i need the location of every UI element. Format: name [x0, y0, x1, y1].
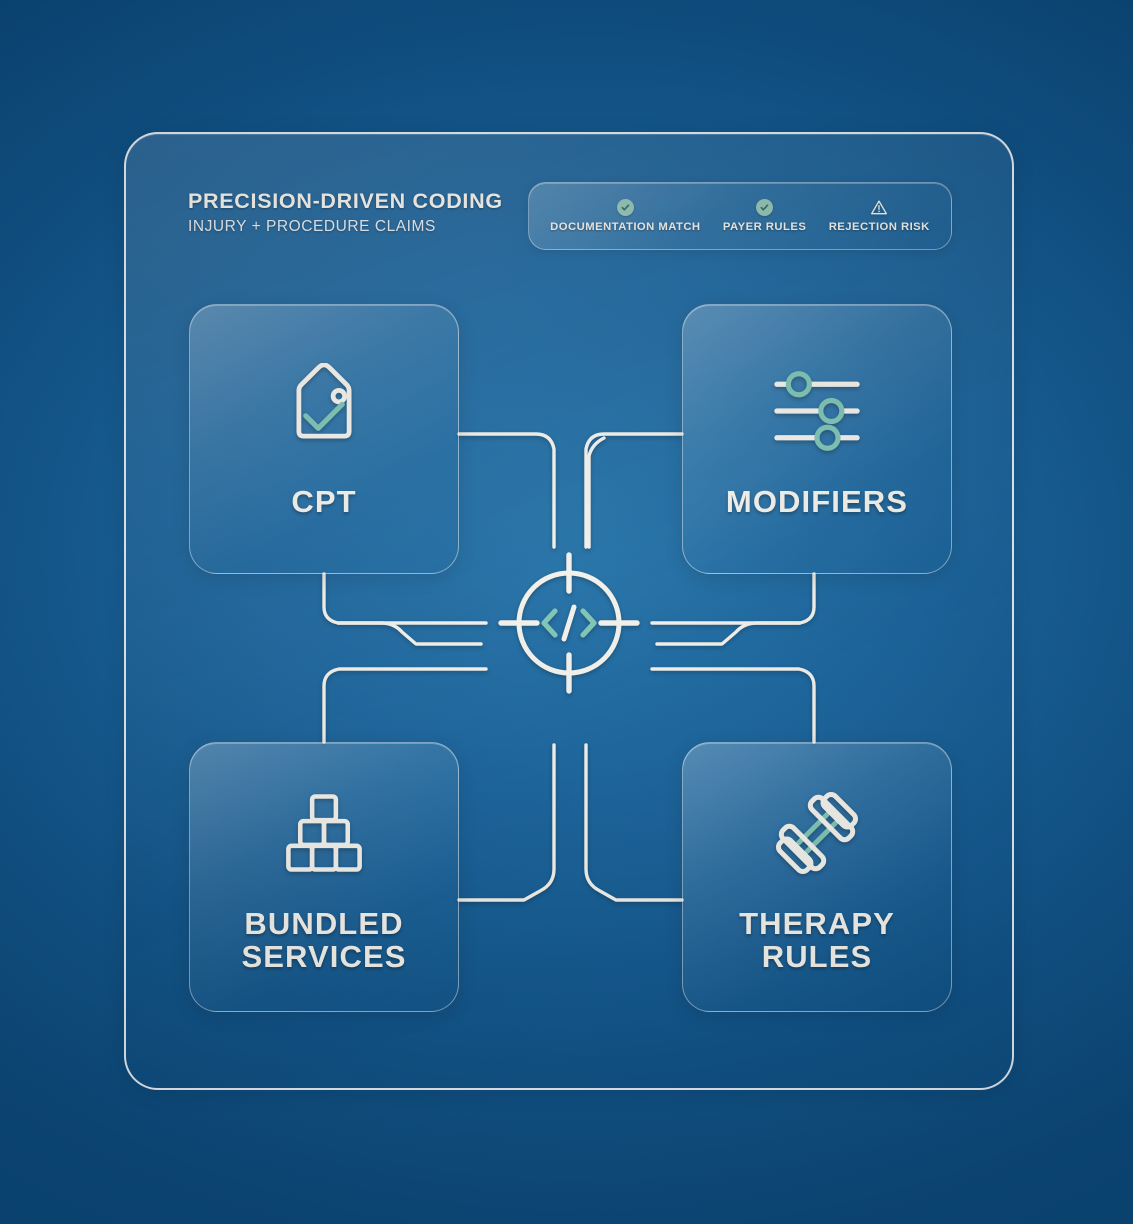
- card-label: CPT: [291, 484, 357, 520]
- dumbbell-icon: [767, 781, 867, 885]
- page-subtitle: INJURY + PROCEDURE CLAIMS: [188, 218, 436, 235]
- page-title: PRECISION-DRIVEN CODING: [188, 189, 503, 213]
- price-tag-check-icon: [276, 359, 372, 463]
- card-therapy-rules[interactable]: THERAPY RULES: [682, 742, 952, 1012]
- status-label: PAYER RULES: [722, 221, 807, 233]
- check-circle-icon: [756, 199, 774, 216]
- status-item-rejection-risk[interactable]: REJECTION RISK: [829, 199, 930, 233]
- header: PRECISION-DRIVEN CODING INJURY + PROCEDU…: [188, 189, 503, 236]
- card-cpt[interactable]: CPT: [189, 304, 459, 574]
- card-label: MODIFIERS: [725, 484, 909, 520]
- status-label: REJECTION RISK: [828, 221, 930, 233]
- status-label: DOCUMENTATION MATCH: [550, 221, 701, 233]
- hub-slash: [561, 604, 577, 642]
- stacked-blocks-icon: [278, 781, 370, 885]
- check-circle-icon: [616, 199, 634, 216]
- status-item-documentation-match[interactable]: DOCUMENTATION MATCH: [550, 199, 700, 233]
- sliders-icon: [769, 359, 865, 463]
- card-label: THERAPY RULES: [739, 905, 895, 974]
- warning-triangle-icon: [870, 199, 888, 216]
- card-modifiers[interactable]: MODIFIERS: [682, 304, 952, 574]
- status-item-payer-rules[interactable]: PAYER RULES: [723, 199, 806, 233]
- hub-crosshair-code[interactable]: [489, 543, 649, 703]
- card-label: BUNDLED SERVICES: [241, 905, 407, 974]
- card-bundled-services[interactable]: BUNDLED SERVICES: [189, 742, 459, 1012]
- status-bar: DOCUMENTATION MATCH PAYER RULES: [528, 182, 952, 250]
- main-panel: PRECISION-DRIVEN CODING INJURY + PROCEDU…: [124, 132, 1014, 1090]
